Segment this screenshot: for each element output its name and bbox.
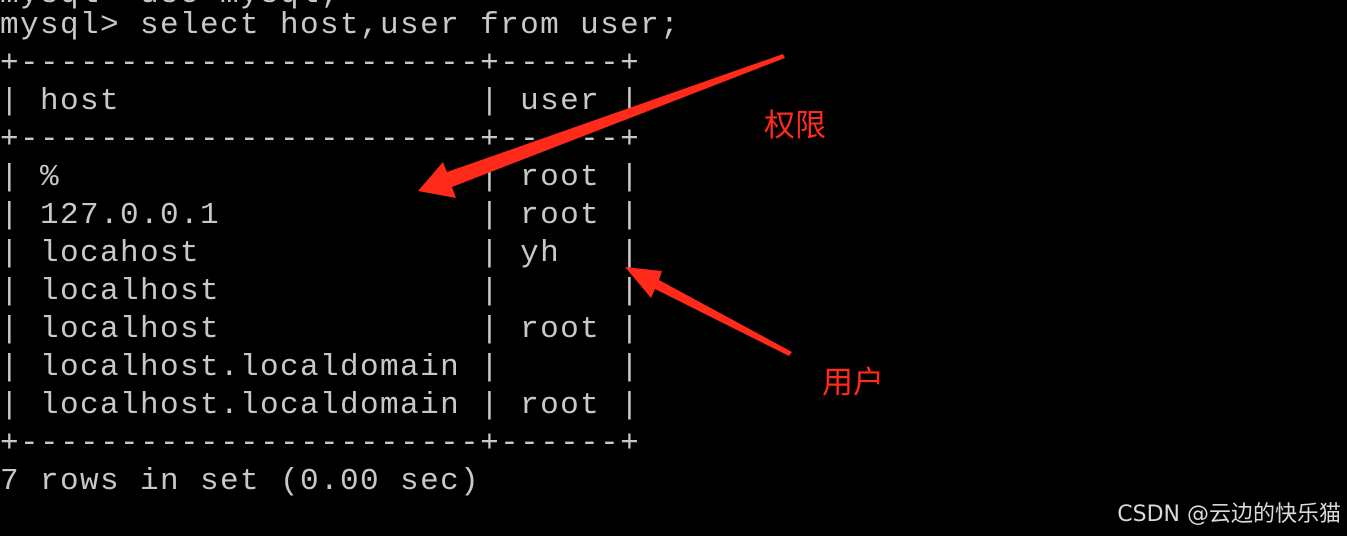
table-row: | locahost | yh | bbox=[0, 236, 641, 271]
command-line: mysql> select host,user from user; bbox=[0, 8, 681, 43]
user-annotation-label: 用户 bbox=[822, 365, 884, 401]
table-border-top: +-----------------------+------+ bbox=[0, 46, 641, 81]
table-row: | localhost.localdomain | | bbox=[0, 350, 641, 385]
arrow-to-user-column bbox=[625, 267, 792, 356]
result-summary: 7 rows in set (0.00 sec) bbox=[0, 464, 481, 499]
table-row: | localhost.localdomain | root | bbox=[0, 388, 641, 423]
table-row: | localhost | root | bbox=[0, 312, 641, 347]
arrow-to-host-column bbox=[418, 54, 785, 198]
table-border-bottom: +-----------------------+------+ bbox=[0, 426, 641, 461]
table-row: | localhost | | bbox=[0, 274, 641, 309]
partial-previous-command: mysql> use mysql; bbox=[0, 0, 340, 14]
host-annotation-label: 权限 bbox=[764, 108, 826, 144]
table-row: | 127.0.0.1 | root | bbox=[0, 198, 641, 233]
csdn-watermark: CSDN @云边的快乐猫 bbox=[1117, 502, 1341, 527]
